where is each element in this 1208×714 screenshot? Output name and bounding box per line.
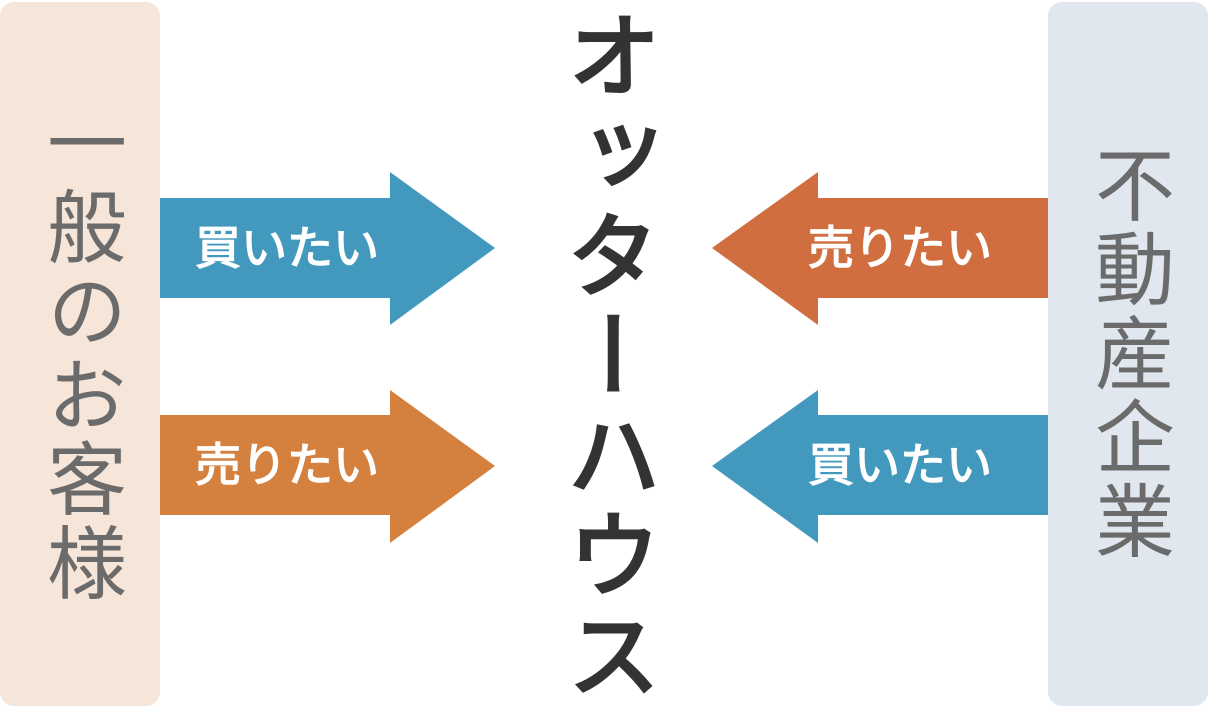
otter-house-label: オッターハウス [551,7,660,707]
general-customers-label: 一般のお客様 [34,102,127,606]
arrow-right-bottom-label: 買いたい [808,438,992,492]
otter-house-title: オッターハウス [551,0,660,714]
real-estate-companies-label: 不動産企業 [1082,144,1175,564]
arrow-left-top [160,172,495,325]
real-estate-companies-panel: 不動産企業 [1048,2,1208,706]
arrow-left-top-label: 買いたい [195,221,379,275]
arrow-right-top [712,172,1048,325]
general-customers-panel: 一般のお客様 [0,2,160,706]
arrow-left-bottom-label: 売りたい [195,438,379,492]
arrow-left-bottom [160,390,495,543]
arrow-right-bottom [712,390,1048,543]
arrow-right-top-label: 売りたい [808,221,992,275]
